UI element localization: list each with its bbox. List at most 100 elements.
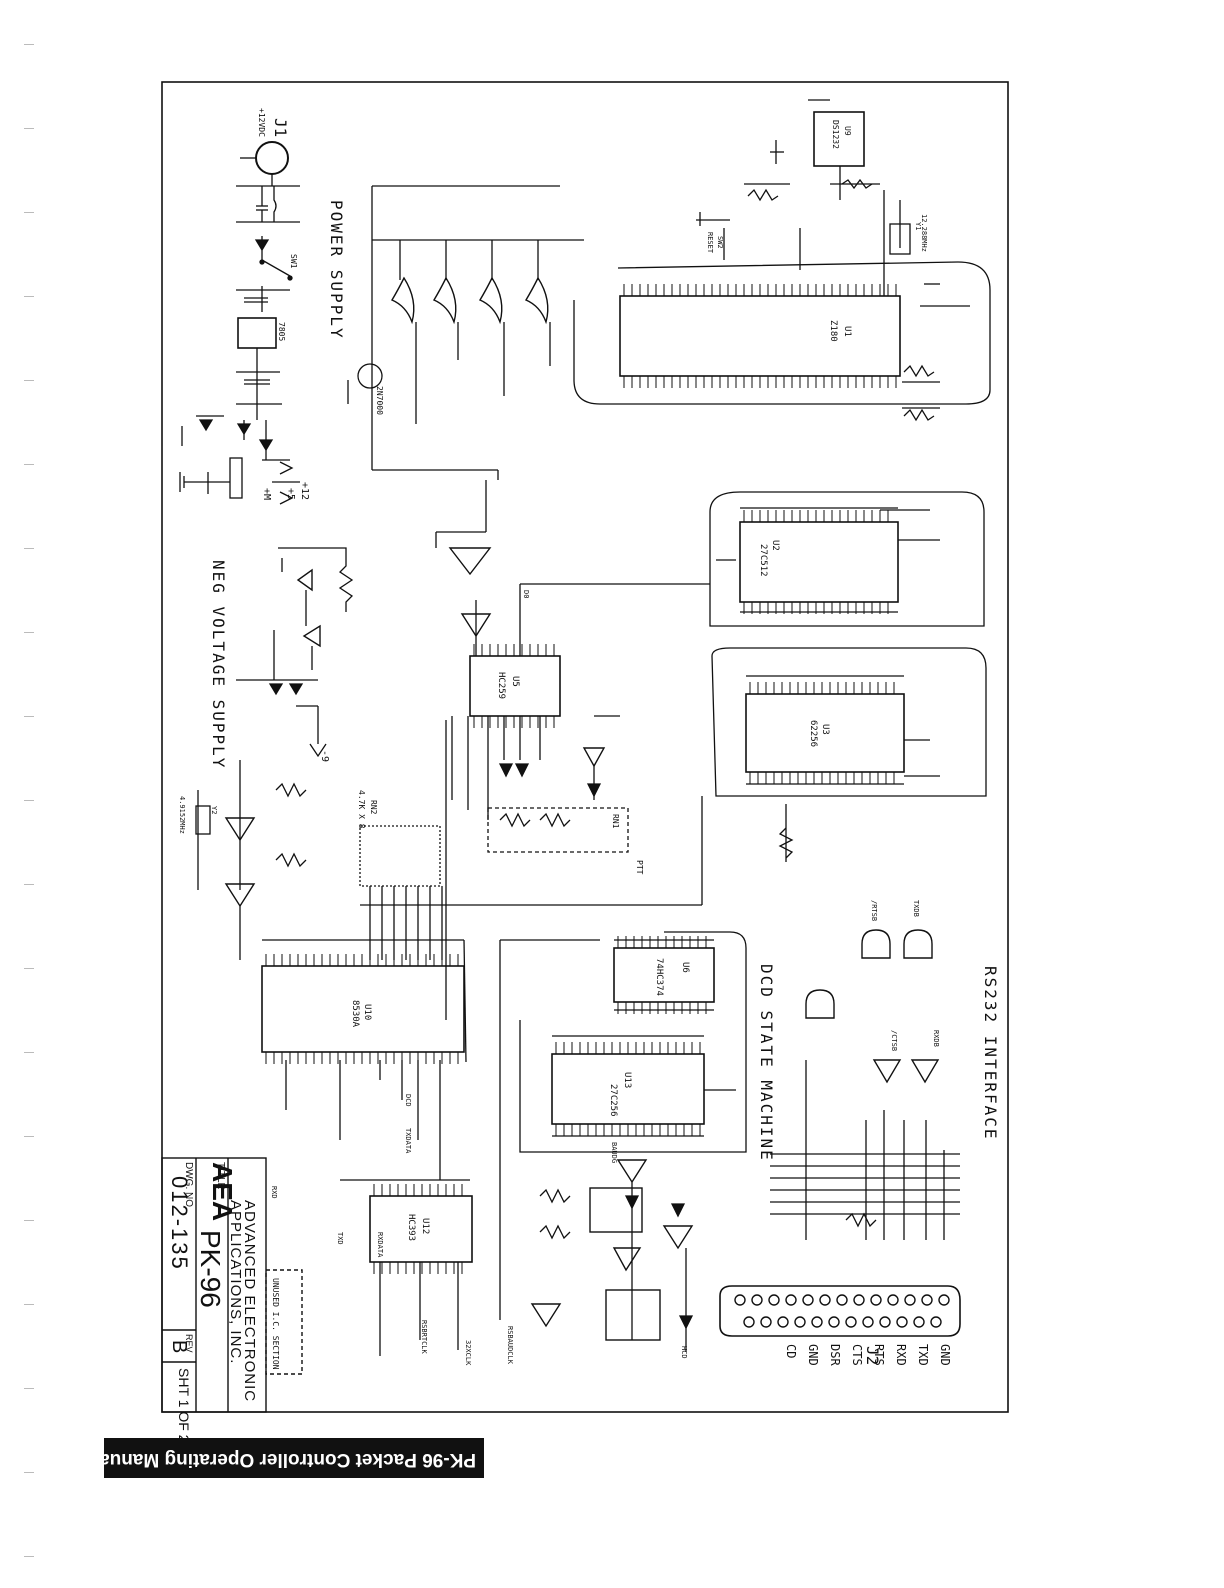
footer-text: PK-96 Packet Controller Operating Manual…	[46, 1449, 476, 1470]
rn2-network	[359, 720, 703, 1020]
j2-pin	[921, 1294, 933, 1306]
rn2-desc: 4.7K X 8	[357, 790, 366, 829]
j1-desc: +12VDC	[257, 108, 266, 137]
margin-tick	[24, 968, 34, 969]
sw2-label: SW2	[716, 236, 724, 249]
j2-pin	[785, 1294, 797, 1306]
y1-freq: 12.288MHz	[920, 214, 928, 252]
u12-body	[369, 1195, 473, 1263]
j2-pin-name: CD	[784, 1344, 798, 1359]
u6-latch	[499, 931, 747, 1320]
margin-tick	[24, 1136, 34, 1137]
title-label: TITLE	[215, 1162, 226, 1190]
u2-label: U2	[770, 540, 780, 551]
j2-connector	[719, 1285, 961, 1337]
margin-tick	[24, 1052, 34, 1053]
j2-pin	[751, 1294, 763, 1306]
u5-hc259	[435, 480, 710, 853]
drawing-title: PK-96	[195, 1230, 226, 1308]
u1-z180-cpu	[573, 261, 991, 405]
j2-pin	[862, 1316, 874, 1328]
reg-label: 7805	[277, 322, 286, 342]
drawing-border	[161, 81, 1009, 1413]
j2-pin-name: GND	[938, 1344, 952, 1366]
clock-osc	[195, 760, 307, 960]
j2-pin-circles	[734, 1294, 950, 1328]
j2-pin	[853, 1294, 865, 1306]
u13-label: U13	[622, 1072, 632, 1089]
signal-baud: BAUDG	[610, 1142, 618, 1164]
rs232-section	[719, 929, 961, 1337]
u7c-inverter	[460, 613, 492, 638]
crystal-y1	[889, 223, 911, 255]
signal-plus12: +12	[299, 482, 310, 501]
j2-pin	[896, 1316, 908, 1328]
signal-rxd: RXD	[270, 1186, 278, 1199]
u1-label: U1	[842, 326, 852, 337]
sheet-number: SHT 1 OF 2	[176, 1368, 192, 1443]
j2-pin-name: TXD	[916, 1344, 930, 1366]
u9-part: DS1232	[831, 120, 840, 149]
q1-label: 2N7000	[375, 386, 384, 415]
j2-pin	[904, 1294, 916, 1306]
gates-u4	[347, 185, 584, 480]
j2-pin	[887, 1294, 899, 1306]
j2-pin	[760, 1316, 772, 1328]
q1-transistor	[357, 363, 383, 389]
margin-tick	[24, 548, 34, 549]
signal-plusM: +M	[261, 488, 272, 501]
margin-tick	[24, 884, 34, 885]
rn2-label: RN2	[369, 800, 378, 815]
u10-part: 8530A	[350, 1000, 360, 1028]
signal-minus9: -9	[319, 750, 330, 763]
signal-d0: D0	[522, 590, 530, 599]
crystal-y2	[195, 805, 211, 835]
neg-voltage-heading: NEG VOLTAGE SUPPLY	[209, 560, 228, 770]
u5-body	[469, 655, 561, 717]
u7a-buffer	[296, 568, 313, 592]
j2-pin	[828, 1316, 840, 1328]
j2-pin	[768, 1294, 780, 1306]
margin-tick	[24, 464, 34, 465]
signal-dcd: DCD	[404, 1094, 412, 1107]
j2-pin	[794, 1316, 806, 1328]
u6-label: U6	[680, 962, 690, 973]
j2-pin-name: DSR	[828, 1344, 842, 1366]
u10-label: U10	[362, 1004, 372, 1021]
jp1	[229, 457, 243, 499]
u1-part: Z180	[828, 320, 838, 342]
rn1-label: RN1	[611, 814, 620, 829]
signal-rxdata: RXDATA	[376, 1232, 384, 1258]
j2-pin	[836, 1294, 848, 1306]
signal-tclk: RSBRTCLK	[420, 1320, 428, 1354]
signal-txd: TXD	[336, 1232, 344, 1245]
company-name-line2: APPLICATIONS, INC.	[227, 1200, 244, 1365]
j2-pin	[777, 1316, 789, 1328]
signal-rs232-cts: /CTSB	[890, 1030, 898, 1052]
u5-part: HC259	[496, 672, 506, 700]
j2-pin	[913, 1316, 925, 1328]
signal-ptt: PTT	[635, 860, 644, 875]
u13-body	[551, 1053, 705, 1125]
u7d-inverter	[582, 747, 606, 768]
j2-pin-name: CTS	[850, 1344, 864, 1366]
page-footer: PK-96 Packet Controller Operating Manual…	[46, 1438, 484, 1478]
signal-rs232-txd: TXDB	[912, 900, 920, 917]
sw2-desc: RESET	[706, 232, 714, 254]
margin-tick	[24, 1472, 34, 1473]
j2-pin	[845, 1316, 857, 1328]
margin-tick	[24, 296, 34, 297]
sw1-label: SW1	[289, 254, 298, 269]
signal-rs232-rts: /RTSB	[870, 900, 878, 922]
margin-tick	[24, 1556, 34, 1557]
u6-body	[613, 947, 715, 1003]
j2-pin	[743, 1316, 755, 1328]
u10-scc	[261, 939, 467, 1180]
dcd-heading: DCD STATE MACHINE	[757, 964, 776, 1162]
margin-tick	[24, 716, 34, 717]
j2-pin	[930, 1316, 942, 1328]
u1-body	[619, 295, 901, 377]
signal-plus5: +5	[285, 488, 296, 501]
u9-body	[813, 111, 865, 167]
margin-tick	[24, 632, 34, 633]
